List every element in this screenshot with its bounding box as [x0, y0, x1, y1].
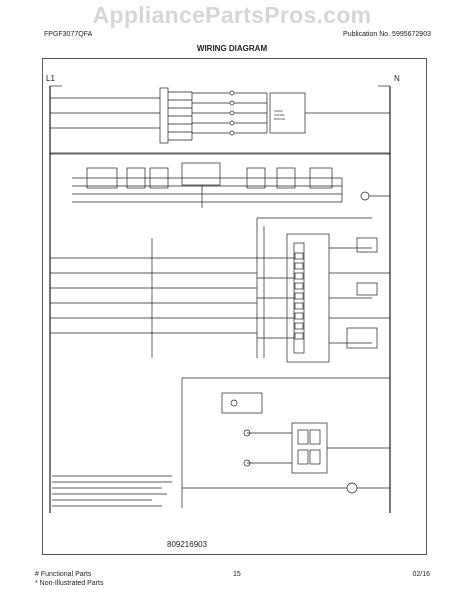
publication-number: Publication No. 5995672903	[343, 31, 431, 38]
l1-rail-label: L1	[46, 74, 55, 83]
electronic-control-board	[50, 217, 390, 363]
power-rails	[49, 85, 391, 513]
spark-module: SPARK IGNITER MODULE	[192, 90, 390, 136]
surface-burner-switches	[50, 87, 193, 144]
drawing-number: 809216903	[167, 540, 208, 549]
functional-parts-note: # Functional Parts	[35, 571, 92, 578]
wiring-schematic: SPARK IGNITER MODULE	[49, 85, 391, 513]
diagram-frame	[42, 58, 427, 555]
sensor-loads	[346, 191, 390, 349]
svg-text:IGNITER: IGNITER	[274, 113, 285, 117]
svg-text:MODULE: MODULE	[274, 117, 285, 121]
notes-block	[52, 475, 172, 507]
site-watermark: AppliancePartsPros.com	[92, 2, 372, 28]
oven-selector-harness	[49, 152, 391, 208]
model-number: FPGF3077QFA	[44, 31, 93, 38]
svg-text:SPARK: SPARK	[274, 109, 283, 113]
non-illustrated-note: * Non-Illustrated Parts	[35, 580, 104, 587]
lower-loads	[181, 377, 390, 508]
revision-date: 02/16	[412, 571, 430, 578]
diagram-title: WIRING DIAGRAM	[196, 44, 268, 53]
neutral-rail-label: N	[394, 74, 400, 83]
page-number: 15	[233, 571, 241, 578]
